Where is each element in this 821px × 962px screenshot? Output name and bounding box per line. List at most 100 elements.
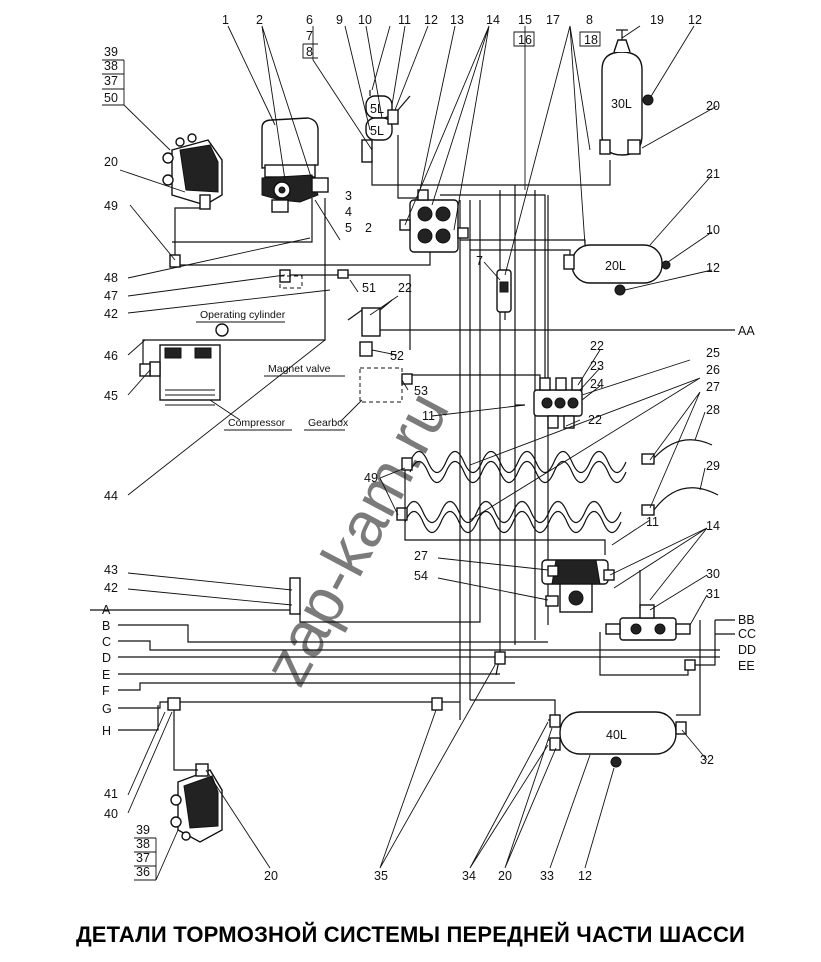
callout: 2 [365,221,372,235]
callout: 46 [104,349,118,363]
callout: 38 [104,59,118,73]
callout: 11 [398,13,411,27]
tank-20l-label: 20L [605,259,626,273]
relay-valve [541,559,615,613]
coiled-hoses [396,439,719,555]
callout: 52 [390,349,404,363]
operating-cylinder [215,323,229,337]
callout: 17 [546,13,560,27]
callout: 20 [104,155,118,169]
line-letter-dd: DD [738,643,756,657]
tank-5l-a-label: 5L [370,102,384,116]
line-letter-a: A [102,603,111,617]
line-letter-e: E [102,668,110,682]
callout: 49 [364,471,378,485]
callout: 15 [518,13,532,27]
callout: 4 [345,205,352,219]
small-reservoirs-5l: 5L 5L [361,90,411,163]
callout: 30 [706,567,720,581]
callout: 37 [104,74,118,88]
callout-numbers: 1 2 6 7 8 9 10 11 12 13 14 15 16 17 8 18… [102,13,720,883]
line-letter-h: H [102,724,111,738]
callout: 12 [578,869,592,883]
callout: 7 [476,254,483,268]
callout: 22 [590,339,604,353]
callout: 14 [706,519,720,533]
pressure-regulator-7 [496,269,512,313]
callout: 19 [650,13,664,27]
callout: 39 [104,45,118,59]
callout: 27 [414,549,428,563]
callout: 32 [700,753,714,767]
callout: 22 [398,281,412,295]
callout: 7 [306,29,313,43]
callout: 8 [586,13,593,27]
callout: 20 [264,869,278,883]
callout: 9 [336,13,343,27]
callout: 37 [136,851,150,865]
line-letter-b: B [102,619,110,633]
label-operating-cylinder: Operating cylinder [200,309,286,321]
callout: 2 [256,13,263,27]
callout: 8 [306,45,313,59]
label-magnet-valve: Magnet valve [268,363,331,375]
front-brake-chamber-top [162,133,223,210]
valve-block-22-24 [533,377,583,429]
callout: 35 [374,869,388,883]
callout: 53 [414,384,428,398]
callout: 25 [706,346,720,360]
callout: 31 [706,587,720,601]
callout: 50 [104,91,118,105]
callout: 27 [706,380,720,394]
diagram-caption: ДЕТАЛИ ТОРМОЗНОЙ СИСТЕМЫ ПЕРЕДНЕЙ ЧАСТИ … [75,922,746,947]
reservoir-40l: 40L [549,711,687,768]
air-dryer [261,117,329,213]
callout: 47 [104,289,118,303]
callout: 22 [588,413,602,427]
callout: 43 [104,563,118,577]
line-letter-cc: CC [738,627,756,641]
brake-system-diagram: zap-kam.ru [90,13,756,883]
callout: 12 [424,13,438,27]
callout: 45 [104,389,118,403]
label-gearbox: Gearbox [308,417,349,429]
line-letter-ee: EE [738,659,755,673]
callout: 44 [104,489,118,503]
callout: 10 [706,223,720,237]
callout: 18 [584,33,598,47]
front-brake-chamber-bottom [170,710,223,843]
gearbox-box [359,367,413,403]
callout: 11 [422,409,435,423]
callout: 48 [104,271,118,285]
magnet-valve-assembly [279,269,393,357]
callout: 40 [104,807,118,821]
callout: 3 [345,189,352,203]
callout: 36 [136,865,150,879]
line-letters-left: A B C D E F G H [102,603,112,738]
callout: 1 [222,13,229,27]
component-labels: Operating cylinder Magnet valve Compress… [196,309,349,431]
label-compressor: Compressor [228,417,286,429]
callout: 39 [136,823,150,837]
callout: 38 [136,837,150,851]
reservoir-30l: 30L [599,29,654,156]
tank-5l-b-label: 5L [370,124,384,138]
callout: 28 [706,403,720,417]
callout: 42 [104,307,118,321]
line-letters-right: AA BB CC DD EE [738,324,756,673]
quick-release-valve [605,570,691,641]
callout: 51 [362,281,376,295]
callout: 16 [518,33,532,47]
callout: 20 [498,869,512,883]
pipe-bundle [90,135,735,741]
line-letter-f: F [102,684,110,698]
callout: 41 [104,787,118,801]
callout: 13 [450,13,464,27]
callout: 10 [358,13,372,27]
line-letter-bb: BB [738,613,755,627]
callout: 20 [706,99,720,113]
callout: 21 [706,167,720,181]
callout: 34 [462,869,476,883]
callout: 54 [414,569,428,583]
callout: 5 [345,221,352,235]
